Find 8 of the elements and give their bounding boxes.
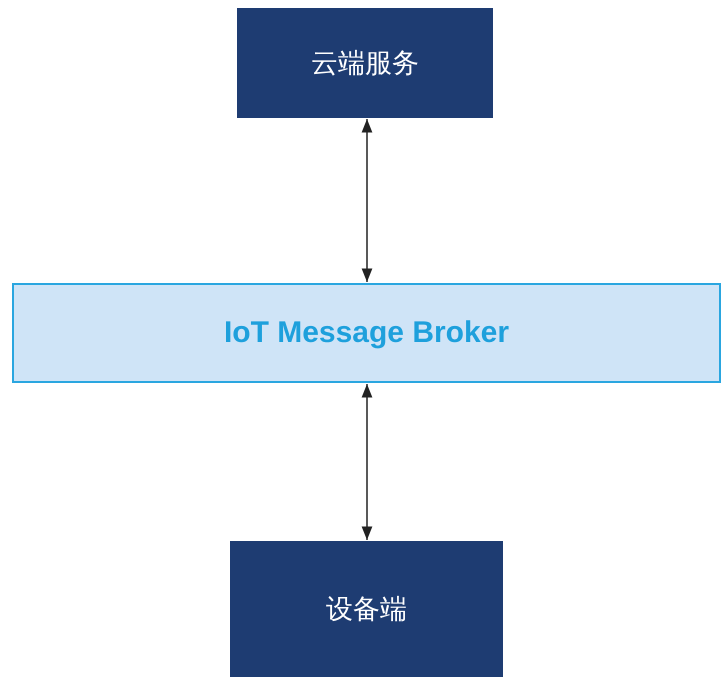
node-label: IoT Message Broker — [224, 316, 510, 350]
double-arrow — [362, 384, 372, 540]
broker-bar — [12, 283, 721, 383]
process-box — [230, 541, 503, 677]
process-box — [237, 8, 493, 118]
double-arrow — [362, 119, 372, 282]
node-label: 云端服务 — [311, 47, 419, 80]
node-label: 设备端 — [326, 593, 407, 626]
